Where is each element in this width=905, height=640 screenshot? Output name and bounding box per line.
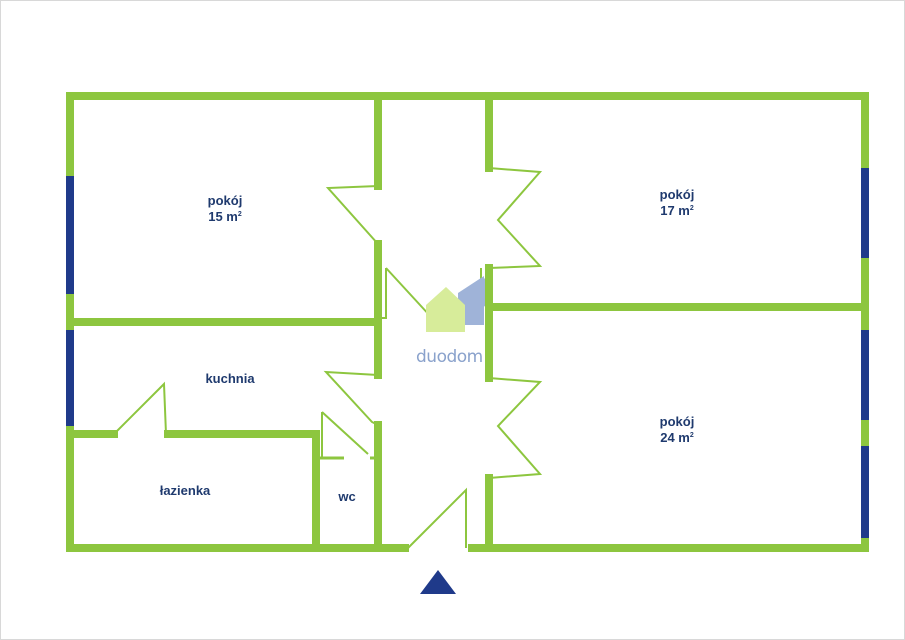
room-wc: wc: [332, 489, 362, 505]
room-name: pokój: [659, 187, 695, 202]
room-pokoj-17: pokój 17 m2: [642, 187, 712, 219]
room-name: kuchnia: [205, 371, 255, 386]
windows: [66, 168, 869, 538]
room-area: 24 m2: [660, 430, 694, 445]
room-name: wc: [338, 489, 356, 504]
room-name: pokój: [659, 414, 695, 429]
room-pokoj-15: pokój 15 m2: [190, 193, 260, 225]
room-area: 17 m2: [660, 203, 694, 218]
room-kuchnia: kuchnia: [190, 371, 270, 387]
room-name: łazienka: [159, 483, 211, 498]
room-area: 15 m2: [208, 209, 242, 224]
walls: [66, 92, 869, 552]
room-pokoj-24: pokój 24 m2: [642, 414, 712, 446]
entrance-arrow-icon: [420, 570, 456, 594]
room-name: pokój: [207, 193, 243, 208]
room-lazienka: łazienka: [145, 483, 225, 499]
logo-text: duodom: [416, 347, 483, 367]
logo-house-icon: [426, 276, 485, 332]
